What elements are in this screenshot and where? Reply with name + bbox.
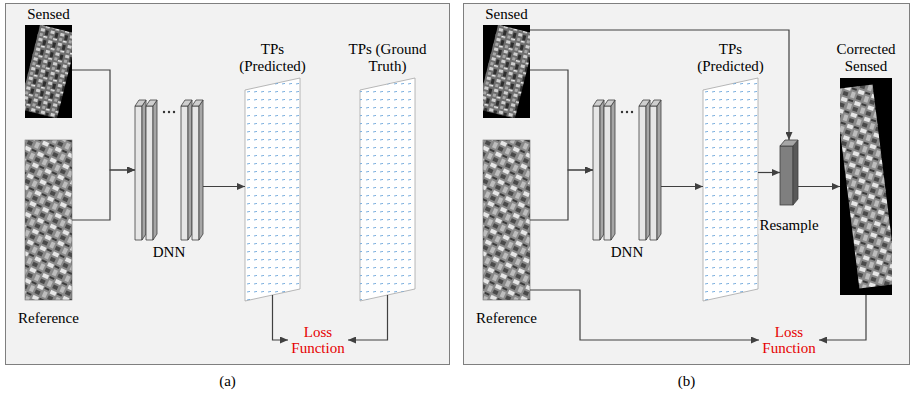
point-plane bbox=[360, 78, 415, 301]
grid-label: TPs (Ground Truth) bbox=[335, 41, 441, 74]
connector-arrow bbox=[530, 290, 759, 340]
image-tile: Sensed bbox=[483, 25, 530, 118]
layer-top bbox=[181, 100, 192, 106]
connector-arrow bbox=[348, 295, 388, 340]
connector-arrow bbox=[203, 186, 245, 187]
image-tile: Reference bbox=[25, 140, 72, 300]
connector-arrow bbox=[530, 170, 593, 220]
point-plane bbox=[245, 78, 300, 301]
layer-top bbox=[192, 100, 203, 106]
connector-arrow bbox=[819, 295, 866, 340]
image-label: Sensed bbox=[26, 6, 71, 23]
loss-node: Loss Function bbox=[288, 322, 348, 359]
image-label: Reference bbox=[475, 310, 538, 327]
ellipsis-dot bbox=[168, 111, 170, 113]
panel-caption: (b) bbox=[677, 373, 697, 390]
layer-stack bbox=[135, 100, 203, 240]
satellite-image bbox=[25, 140, 72, 300]
grid-label: TPs (Predicted) bbox=[232, 41, 314, 74]
image-label: Reference bbox=[17, 310, 80, 327]
image-tile: Corrected Sensed bbox=[840, 78, 892, 295]
network-block: DNN bbox=[135, 100, 203, 240]
layer-top bbox=[146, 100, 157, 106]
figure-panel: (b)SensedReferenceDNNTPs (Predicted)Resa… bbox=[463, 3, 910, 365]
layer-front bbox=[192, 106, 199, 240]
connector-arrow bbox=[530, 30, 789, 140]
connector-arrow bbox=[530, 70, 593, 170]
layer-top bbox=[780, 140, 798, 146]
layer-side bbox=[153, 100, 157, 240]
block-label: Resample bbox=[758, 217, 819, 234]
connector-arrow bbox=[758, 172, 780, 173]
point-grid: TPs (Ground Truth) bbox=[360, 78, 415, 295]
loss-label: Loss Function bbox=[288, 324, 348, 357]
panel-caption: (a) bbox=[218, 373, 237, 390]
connector-arrow bbox=[273, 295, 289, 340]
resample-block: Resample bbox=[780, 140, 798, 205]
layer-side bbox=[199, 100, 203, 240]
image-label: Sensed bbox=[484, 6, 529, 23]
point-grid: TPs (Predicted) bbox=[703, 78, 758, 295]
grid-label: TPs (Predicted) bbox=[690, 41, 772, 74]
layer-front bbox=[135, 106, 142, 240]
figure-panel: (a)SensedReferenceDNNTPs (Predicted)TPs … bbox=[5, 3, 450, 365]
layer-top bbox=[135, 100, 146, 106]
connector-arrow bbox=[72, 70, 135, 170]
vector-field bbox=[245, 78, 300, 301]
connector-arrow bbox=[798, 186, 840, 187]
connector-arrow bbox=[72, 170, 135, 220]
resample-layer bbox=[780, 140, 798, 205]
layer-side bbox=[142, 100, 146, 240]
image-label: Corrected Sensed bbox=[826, 41, 906, 74]
connector-arrow bbox=[661, 186, 703, 187]
network-block: DNN bbox=[593, 100, 661, 240]
block-label: DNN bbox=[152, 244, 187, 261]
satellite-image bbox=[25, 25, 72, 118]
layer-front bbox=[780, 146, 793, 205]
ellipsis-dot bbox=[173, 111, 175, 113]
vector-field bbox=[360, 78, 415, 301]
block-label: DNN bbox=[610, 244, 645, 261]
layer-front bbox=[181, 106, 188, 240]
satellite-image bbox=[840, 84, 892, 288]
point-grid: TPs (Predicted) bbox=[245, 78, 300, 295]
image-tile: Sensed bbox=[25, 25, 72, 118]
ellipsis-dot bbox=[163, 111, 165, 113]
layer-side bbox=[793, 140, 798, 205]
image-tile: Reference bbox=[483, 140, 530, 300]
loss-label: Loss Function bbox=[759, 324, 819, 357]
panel-ground bbox=[5, 3, 450, 365]
layer-side bbox=[188, 100, 192, 240]
panel-ground bbox=[463, 3, 910, 365]
loss-node: Loss Function bbox=[759, 322, 819, 359]
layer-front bbox=[146, 106, 153, 240]
